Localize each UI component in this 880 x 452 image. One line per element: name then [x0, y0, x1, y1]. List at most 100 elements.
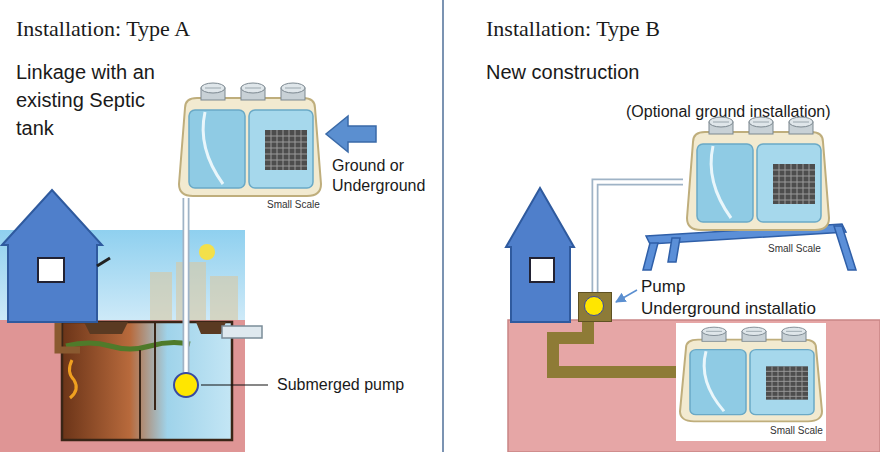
callout-text: Submerged pump [277, 375, 404, 394]
septic-tank [66, 342, 190, 349]
sky [199, 244, 215, 260]
tank-stand [834, 226, 856, 270]
manhole-cover [285, 88, 301, 89]
manhole-cover [749, 117, 773, 127]
leader-line [201, 385, 268, 386]
tank-illustration [175, 78, 325, 198]
tank-body [680, 340, 822, 422]
septic-tank [139, 350, 141, 440]
house [506, 188, 574, 322]
filter-media [766, 366, 808, 399]
septic-tank [84, 322, 128, 334]
filter-media [766, 386, 808, 387]
water-pipe [186, 198, 187, 372]
treatment-tank: Small Scale [683, 112, 833, 232]
manhole-cover [281, 83, 305, 93]
tank-baffle [704, 351, 724, 411]
house [506, 188, 574, 322]
filter-media [773, 176, 815, 177]
callout-text: Pump [641, 277, 685, 297]
outlet-pipe [222, 326, 262, 338]
manhole-cover [786, 331, 802, 332]
callout-text: Ground or Underground [332, 156, 425, 196]
scale-note: Small Scale [770, 425, 823, 437]
manhole-cover [753, 122, 769, 123]
septic-tank [69, 360, 76, 398]
manhole-cover [245, 88, 261, 89]
manhole-cover [782, 327, 806, 335]
filter-media [766, 381, 808, 382]
water-pipe [595, 182, 683, 292]
pipe-core [595, 182, 683, 292]
tank-chamber [697, 144, 753, 222]
ground [0, 320, 245, 452]
tank-stand [643, 243, 658, 270]
scale-note: Small Scale [267, 199, 320, 211]
filter-media [773, 182, 815, 183]
filter-media [265, 130, 307, 170]
scale-note: Small Scale [768, 243, 821, 255]
outlet-pipe [222, 326, 262, 338]
filter-media [773, 164, 815, 204]
house [38, 258, 64, 282]
pipe-core [184, 198, 188, 372]
ground [508, 320, 880, 452]
sewer-pipe [553, 322, 676, 372]
tank-chamber [189, 110, 245, 188]
pipe-wall [553, 322, 676, 372]
treatment-tank: Small Scale [676, 323, 826, 441]
tank-chamber [750, 350, 814, 415]
panel-heading: Installation: Type B [486, 16, 660, 42]
tank-chamber [690, 350, 746, 415]
direction-arrow [326, 116, 376, 152]
filter-media [265, 160, 307, 161]
filter-media [766, 396, 808, 397]
tank-chamber [249, 110, 313, 188]
tank-illustration [676, 323, 826, 423]
tank-body [179, 98, 321, 196]
manhole-cover [205, 88, 221, 89]
filter-media [265, 166, 307, 167]
submerged-pump: Submerged pump [173, 372, 199, 398]
callout-text: Underground installatio [641, 299, 816, 319]
treatment-tank: Small Scale [175, 78, 325, 198]
pump-symbol [584, 296, 604, 316]
filter-media [773, 188, 815, 189]
filter-media [265, 148, 307, 149]
manhole-cover [713, 122, 729, 123]
panel-divider [443, 0, 444, 452]
panel-subheading: Linkage with an existing Septic tank [16, 58, 166, 142]
leader-line [201, 384, 268, 385]
house [97, 258, 110, 266]
manhole-cover [241, 83, 265, 93]
pipe-wall [595, 182, 683, 292]
ground [0, 320, 245, 452]
manhole-cover [706, 331, 722, 332]
far-buildings [210, 276, 238, 320]
manhole-cover [709, 117, 733, 127]
tank-baffle [711, 146, 731, 218]
septic-tank [62, 322, 232, 440]
filter-media [773, 194, 815, 195]
manhole-cover [702, 327, 726, 335]
panel-heading: Installation: Type A [16, 16, 190, 42]
septic-tank [154, 322, 156, 410]
filter-media [773, 170, 815, 171]
pump-pit: PumpUnderground installatio [578, 292, 612, 322]
filter-media [265, 154, 307, 155]
house [2, 190, 110, 322]
panel-subheading: New construction [486, 60, 639, 84]
pipe-wall [183, 198, 190, 372]
ground [508, 320, 880, 452]
manhole-cover [746, 331, 762, 332]
filter-media [773, 200, 815, 201]
manhole-cover [201, 83, 225, 93]
tank-baffle [203, 112, 223, 184]
filter-media [265, 136, 307, 137]
tank-illustration [683, 112, 833, 232]
far-buildings [150, 262, 238, 320]
tank-stand [668, 238, 680, 262]
leader-arrow [616, 290, 637, 302]
panel-divider [442, 0, 444, 452]
